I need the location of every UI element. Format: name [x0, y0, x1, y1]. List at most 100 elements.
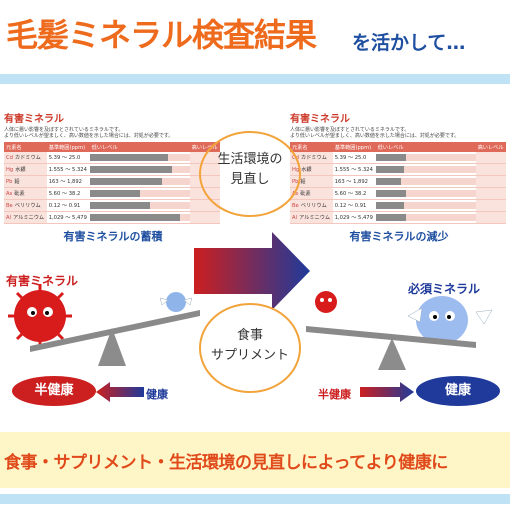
element-label: カドミウム — [300, 155, 327, 161]
reference-range: 5.60 〜 38.2 — [46, 187, 90, 200]
column-header: 低いレベル — [89, 142, 190, 152]
level-bar-track — [89, 190, 190, 197]
bottom-divider — [0, 494, 510, 504]
right-health-badge: 健康 — [416, 376, 500, 406]
column-header: 高いレベル — [475, 142, 506, 152]
column-header: 高いレベル — [189, 142, 220, 152]
left-panel-caption: 有害ミネラルの蓄積 — [63, 230, 163, 243]
reference-range: 5.39 〜 25.0 — [332, 152, 376, 164]
blue-mineral-icon — [159, 292, 193, 312]
level-bar-fill — [375, 178, 401, 185]
level-bar-fill — [375, 154, 406, 161]
left-panel-desc-2: より低いレベルが望ましく、高い数値を示した場合には、対処が必要です。 — [4, 133, 174, 139]
footer-band — [0, 432, 510, 488]
table-header: 元素名 基準範囲(ppm) 低いレベル 高いレベル — [290, 142, 506, 152]
element-label: 砒素 — [14, 191, 25, 197]
element-symbol: Pb — [6, 179, 13, 185]
level-bar-track — [375, 190, 476, 197]
high-level-cell — [189, 211, 220, 224]
table-header: 元素名 基準範囲(ppm) 低いレベル 高いレベル — [4, 142, 220, 152]
level-bar-fill — [375, 166, 404, 173]
column-header: 基準範囲(ppm) — [46, 142, 90, 152]
reference-range: 1,029 〜 5,479 — [46, 211, 90, 224]
left-semi-health-badge: 半健康 — [12, 376, 96, 406]
reference-range: 163 〜 1,892 — [332, 175, 376, 188]
right-balance-scale — [306, 291, 493, 370]
level-bar-fill — [375, 190, 406, 197]
right-arrow-icon — [360, 382, 414, 402]
high-level-cell — [475, 175, 506, 188]
right-semi-health-label: 半健康 — [318, 388, 351, 401]
reference-range: 5.39 〜 25.0 — [46, 152, 90, 164]
top-divider — [0, 74, 510, 84]
left-health-label: 健康 — [146, 388, 168, 401]
blue-angel-icon — [407, 296, 493, 344]
element-symbol: Hg — [6, 167, 14, 173]
column-header: 基準範囲(ppm) — [332, 142, 376, 152]
level-bar-cell — [375, 163, 476, 176]
left-panel-title: 有害ミネラル — [4, 114, 64, 125]
level-bar-cell — [375, 152, 476, 164]
reference-range: 1.555 〜 5.324 — [332, 163, 376, 176]
level-bar-cell — [375, 175, 476, 188]
level-bar-fill — [89, 154, 168, 161]
level-bar-fill — [89, 178, 162, 185]
level-bar-cell — [375, 211, 476, 224]
element-symbol: Cd — [6, 155, 13, 161]
high-level-cell — [475, 199, 506, 212]
column-header: 低いレベル — [375, 142, 476, 152]
level-bar-fill — [375, 214, 406, 221]
level-bar-track — [375, 166, 476, 173]
level-bar-track — [375, 178, 476, 185]
reference-range: 1.555 〜 5.324 — [46, 163, 90, 176]
high-level-cell — [475, 211, 506, 224]
left-arrow-icon — [96, 382, 144, 402]
right-panel-desc-2: より低いレベルが望ましく、高い数値を示した場合には、対処が必要です。 — [290, 133, 460, 139]
dashed-circle-icon — [199, 131, 301, 217]
dashed-circle-icon — [199, 303, 301, 393]
level-bar-cell — [89, 187, 190, 200]
element-label: 水銀 — [15, 167, 26, 173]
level-bar-fill — [89, 190, 140, 197]
diet-circle: 食事 サプリメント — [196, 300, 304, 396]
level-bar-cell — [375, 187, 476, 200]
level-bar-cell — [89, 152, 190, 164]
high-level-cell — [475, 163, 506, 176]
high-level-cell — [475, 187, 506, 200]
column-header: 元素名 — [4, 142, 47, 152]
page-subtitle: を活かして… — [352, 32, 466, 54]
level-bar-track — [375, 202, 476, 209]
red-mineral-icon — [8, 284, 72, 348]
element-symbol: Al — [292, 215, 297, 221]
reference-range: 1,029 〜 5,479 — [332, 211, 376, 224]
element-label: アルミニウム — [299, 215, 331, 221]
element-label: アルミニウム — [13, 215, 45, 221]
reference-range: 0.12 〜 0.91 — [46, 199, 90, 212]
right-panel-title: 有害ミネラル — [290, 114, 350, 125]
element-label: 水銀 — [301, 167, 312, 173]
element-label: 鉛 — [14, 179, 20, 185]
page-title: 毛髪ミネラル検査結果 — [6, 16, 317, 54]
high-level-cell — [475, 152, 506, 164]
element-label: カドミウム — [14, 155, 41, 161]
level-bar-track — [375, 154, 476, 161]
footer-message: 食事・サプリメント・生活環境の見直しによってより健康に — [4, 453, 448, 473]
high-level-cell — [189, 175, 220, 188]
